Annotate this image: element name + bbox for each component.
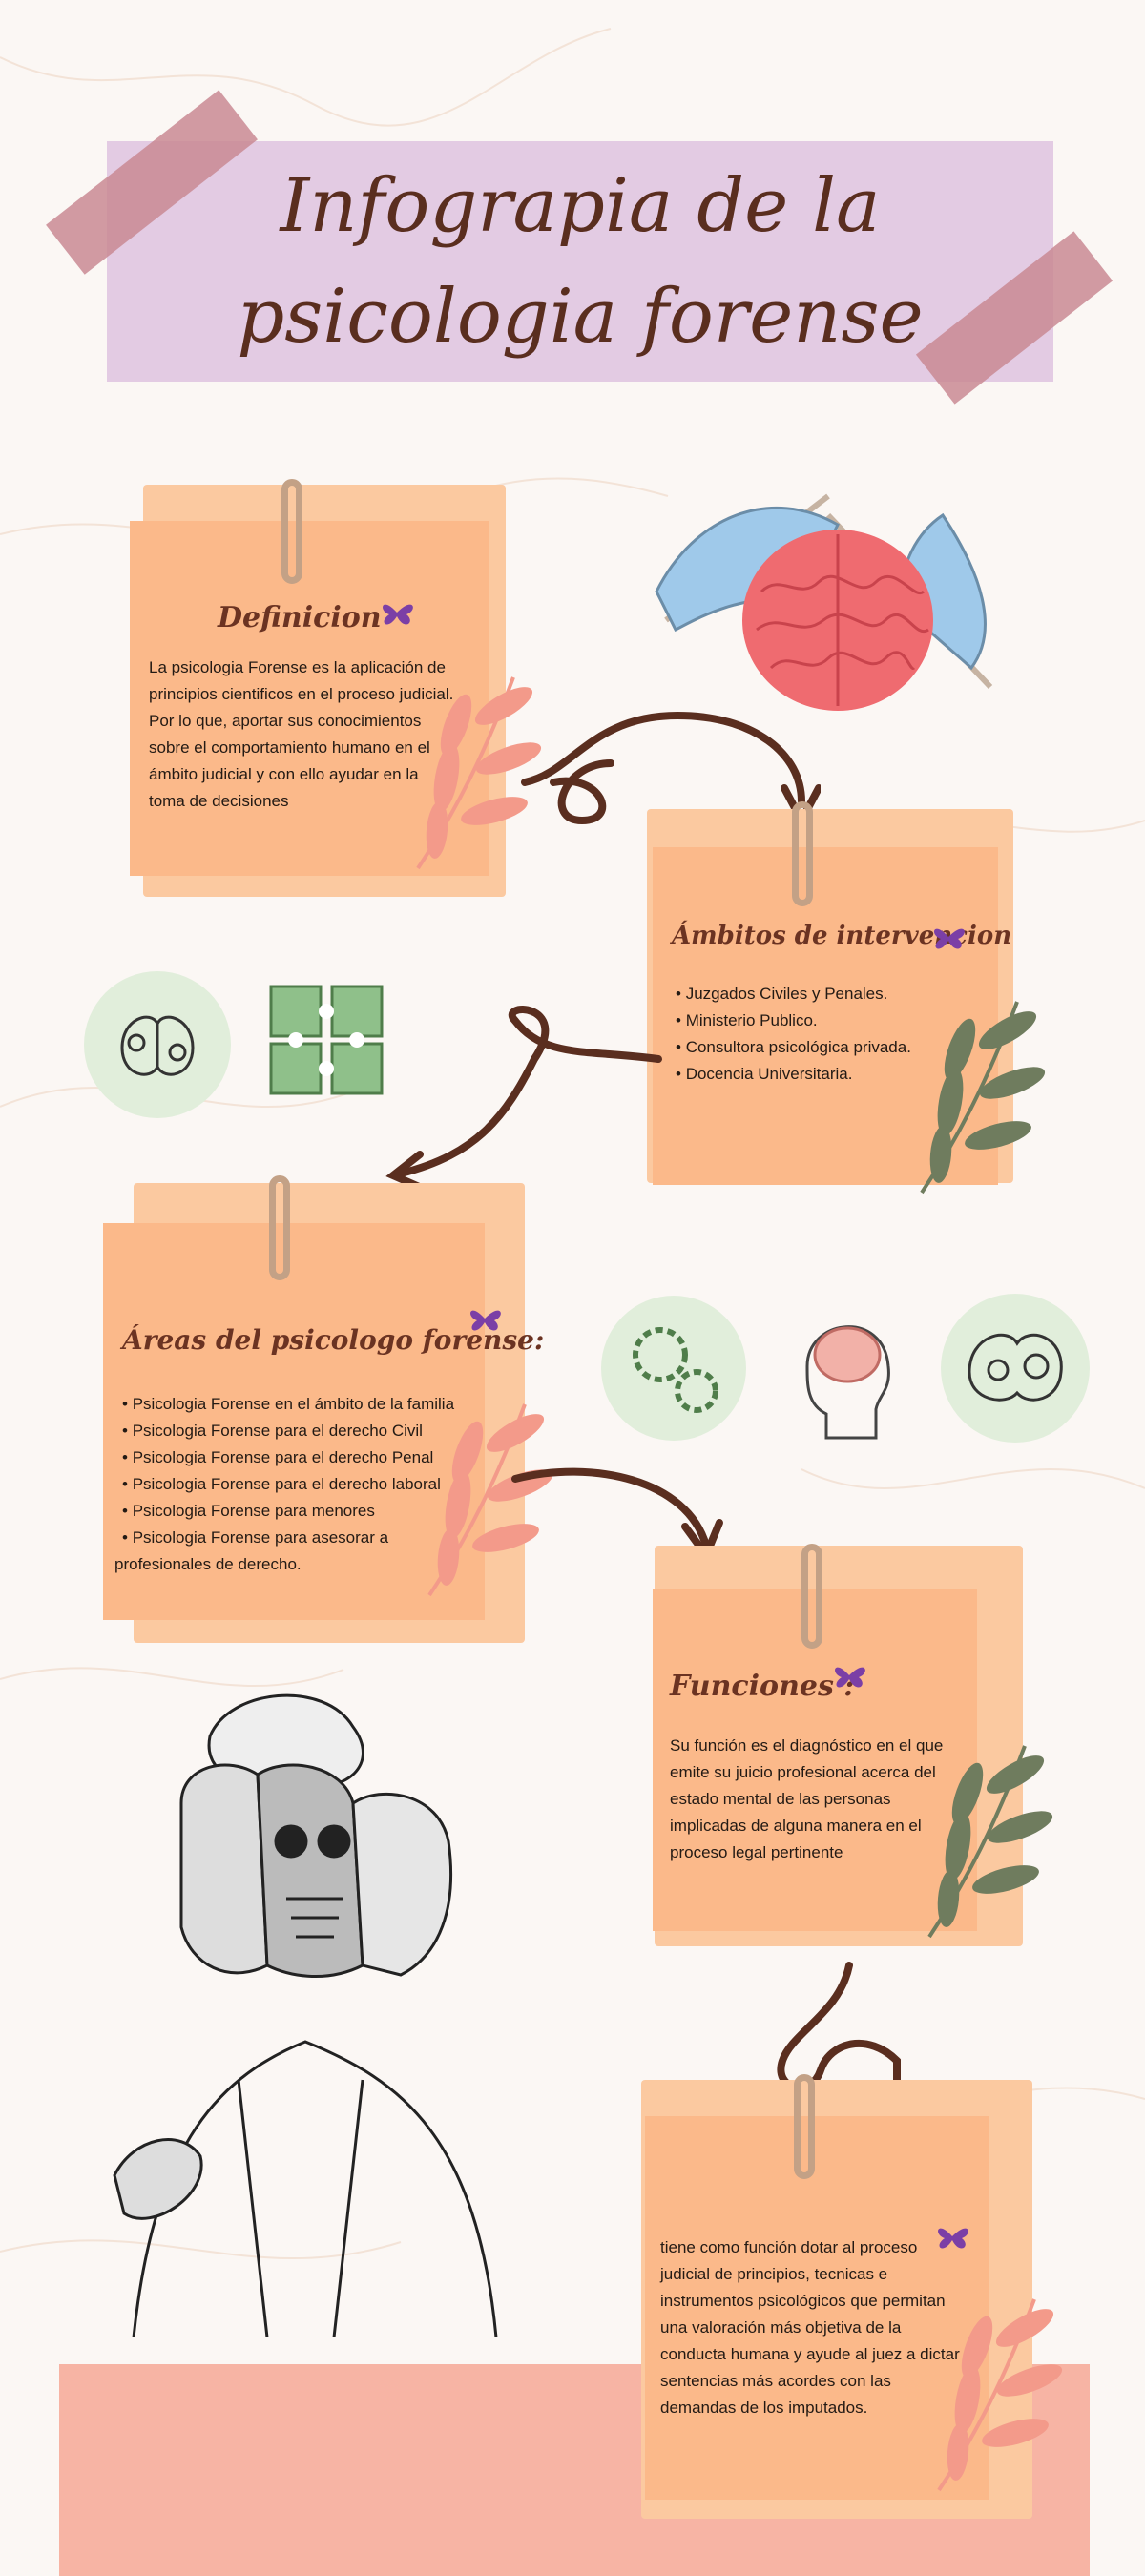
butterfly-icon bbox=[934, 928, 965, 949]
paperclip-icon bbox=[792, 801, 813, 906]
list-item: Docencia Universitaria. bbox=[676, 1061, 911, 1088]
butterfly-icon bbox=[938, 2228, 968, 2249]
list-item: Ministerio Publico. bbox=[676, 1008, 911, 1034]
butterfly-icon bbox=[383, 604, 413, 625]
title-band bbox=[107, 141, 1053, 382]
objetivo-text: tiene como función dotar al proceso judi… bbox=[660, 2238, 960, 2417]
funciones-text: Su función es el diagnóstico en el que e… bbox=[670, 1736, 944, 1861]
leaf-icon bbox=[927, 1745, 1053, 1939]
butterfly-icon bbox=[835, 1667, 865, 1688]
list-item: Psicologia Forense para menores bbox=[122, 1498, 454, 1525]
list-item: Psicologia Forense para el derecho labor… bbox=[122, 1471, 454, 1498]
brain-gears-circle-icon bbox=[84, 971, 231, 1118]
gears-circle-icon bbox=[601, 1296, 746, 1441]
definicion-text: La psicologia Forense es la aplicación d… bbox=[149, 658, 454, 810]
leaf-icon bbox=[920, 1001, 1046, 1195]
areas-continuation: profesionales de derecho. bbox=[114, 1555, 302, 1573]
objetivo-note: tiene como función dotar al proceso judi… bbox=[645, 2116, 989, 2500]
paperclip-icon bbox=[281, 479, 302, 584]
butterfly-icon bbox=[470, 1310, 501, 1331]
funciones-heading: Funciones : bbox=[670, 1670, 855, 1703]
page-title: Infograpia de la psicologia forense bbox=[107, 141, 1053, 382]
title-line-2: psicologia forense bbox=[237, 274, 924, 360]
puzzle-icon bbox=[269, 985, 384, 1095]
areas-note: Áreas del psicologo forense: Psicologia … bbox=[103, 1223, 544, 1620]
list-item: Psicologia Forense en el ámbito de la fa… bbox=[122, 1391, 454, 1418]
brain-cogs-circle-icon bbox=[941, 1294, 1090, 1443]
areas-list: Psicologia Forense en el ámbito de la fa… bbox=[122, 1391, 454, 1551]
list-item: Psicologia Forense para asesorar a bbox=[122, 1525, 454, 1551]
definicion-heading: Definicion bbox=[218, 601, 382, 634]
list-item: Psicologia Forense para el derecho Penal bbox=[122, 1444, 454, 1471]
arrow-2 bbox=[385, 1006, 662, 1193]
freud-sketch-icon bbox=[113, 1693, 498, 2337]
paperclip-icon bbox=[269, 1175, 290, 1280]
list-item: Consultora psicológica privada. bbox=[676, 1034, 911, 1061]
list-item: Psicologia Forense para el derecho Civil bbox=[122, 1418, 454, 1444]
paperclip-icon bbox=[794, 2074, 815, 2179]
paperclip-icon bbox=[802, 1544, 822, 1649]
leaf-icon bbox=[937, 2298, 1063, 2492]
list-item: Juzgados Civiles y Penales. bbox=[676, 981, 911, 1008]
title-line-1: Infograpia de la bbox=[280, 163, 881, 249]
ambitos-list: Juzgados Civiles y Penales. Ministerio P… bbox=[676, 981, 911, 1088]
leaf-icon bbox=[416, 676, 542, 870]
brain-knitting-icon bbox=[655, 493, 993, 711]
head-brain-icon bbox=[805, 1325, 890, 1440]
